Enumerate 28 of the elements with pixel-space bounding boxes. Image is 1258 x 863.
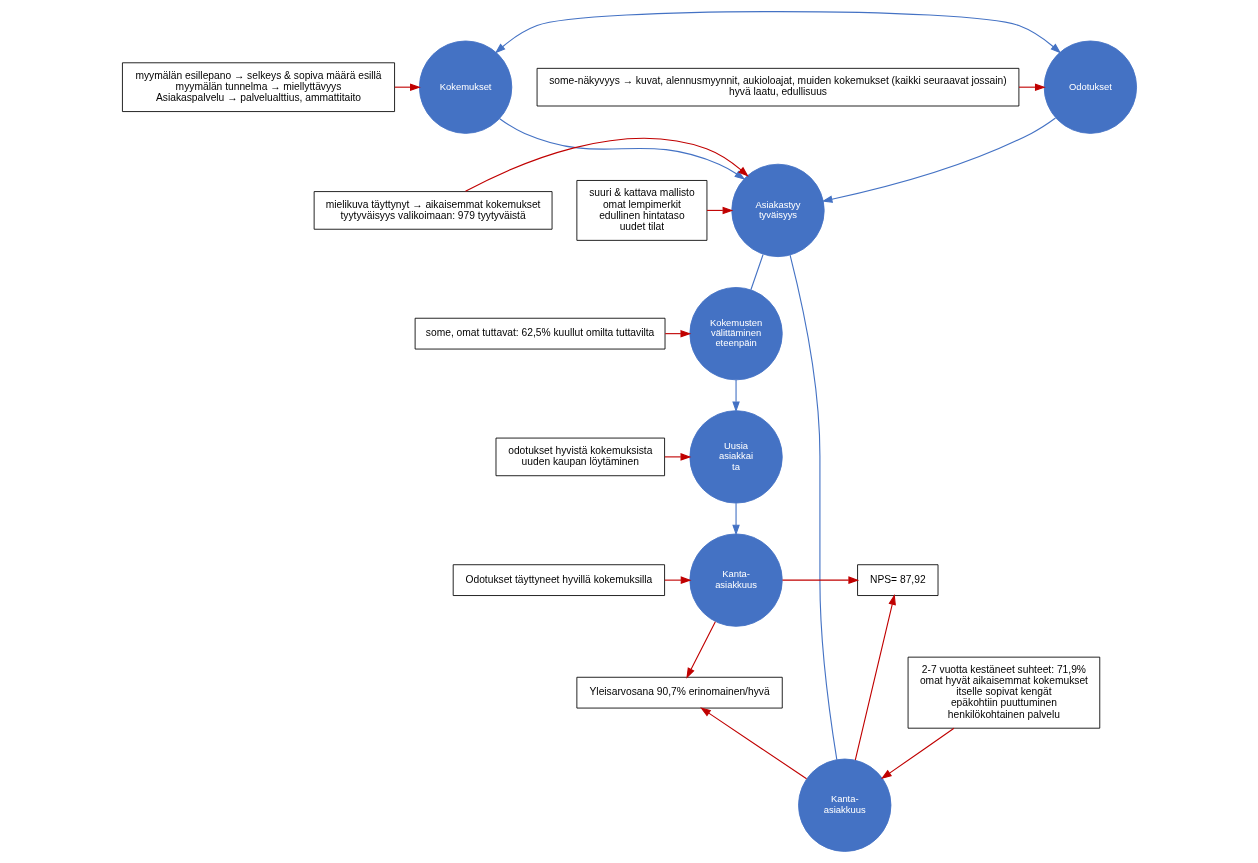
arrow [880,727,955,780]
connector [749,253,764,291]
node-box: NPS= 87,92 [856,564,938,596]
node-box: Odotukset täyttyneet hyvillä kokemuksilla [452,564,665,596]
arrow [663,576,691,584]
node-circle: Uusia asiakkai ta [688,410,783,504]
arrow [498,118,745,180]
node-box: some-näkyvyys → kuvat, alennusmyynnit, aukioloajat, muiden kokemukset (kaikki seuraavat jossain) hyvä laatu, edullisuus [536,67,1019,107]
arrow [699,707,807,780]
node-circle: Kanta- asiakkuus [688,533,783,627]
node-box: some, omat tuttavat: 62,5% kuullut omilta tuttavilta [414,317,665,350]
arrow [685,621,716,679]
arrow [494,11,1061,54]
arrow [731,379,740,413]
arrow [781,576,859,584]
node-box: odotukset hyvistä kokemuksista uuden kaupan löytäminen [495,437,665,477]
node-box: myymälän esillepano → selkeys & sopiva määrä esillä myymälän tunnelma → miellyttävyys Asiakaspalvelu → palvelualttius, ammattitaito [121,62,395,112]
node-box: suuri & kattava mallisto omat lempimerkit edullinen hintataso uudet tilat [575,180,707,241]
node-box: mielikuva täyttynyt → aikaisemmat kokemukset tyytyväisyys valikoimaan: 979 tyytyväistä [313,191,552,230]
node-box: 2-7 vuotta kestäneet suhteet: 71,9% omat hyvät aikaisemmat kokemukset itselle sopivat kengät epäkohtiin puuttuminen henkilökohtainen palvelu [907,656,1100,729]
node-box: Yleisarvosana 90,7% erinomainen/hyvä [575,676,783,709]
node-circle: Kokemusten välittäminen eteenpäin [688,287,783,381]
connector [789,254,837,761]
arrow [663,453,691,461]
arrow [464,137,749,192]
arrow [731,502,740,536]
arrow [854,594,896,761]
arrow [821,117,1056,203]
